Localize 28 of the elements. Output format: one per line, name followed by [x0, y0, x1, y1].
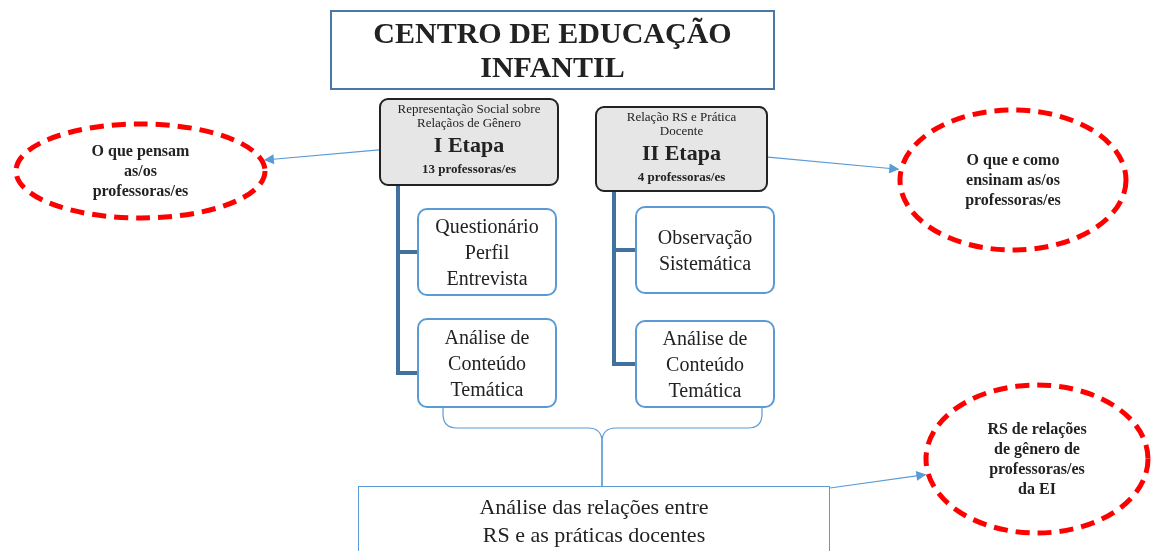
stage-box [379, 98, 559, 186]
method-box [417, 208, 557, 296]
participant-count: 13 professoras/es [422, 160, 516, 178]
method-box [635, 320, 775, 408]
box-text: Observação Sistemática [656, 225, 754, 276]
stage-heading: I Etapa [433, 131, 505, 159]
connector-line [396, 186, 417, 375]
title-text: CENTRO DE EDUCAÇÃO INFANTIL [372, 16, 733, 84]
connector-line [601, 407, 763, 487]
method-box [417, 318, 557, 408]
result-box [358, 486, 830, 551]
stage-description: Representação Social sobre Relaçãos de Gênero [396, 102, 542, 130]
box-text: Análise de Conteúdo Temática [443, 325, 531, 402]
arrow [263, 149, 380, 165]
box-text: Análise das relações entre RS e as práticas docentes [478, 493, 710, 549]
participant-count: 4 professoras/es [637, 168, 726, 186]
stage-heading: II Etapa [642, 139, 721, 167]
arrow [767, 156, 900, 174]
stage-box [595, 106, 768, 192]
ellipse-text: RS de relações de gênero de professoras/es da EI [986, 419, 1088, 499]
ellipse-text: O que e como ensinam as/os professoras/es [964, 150, 1062, 210]
ellipse-text: O que pensam as/os professoras/es [90, 141, 191, 201]
method-box [635, 206, 775, 294]
title-box [330, 10, 775, 90]
stage-description: Relação RS e Prática Docente [625, 110, 738, 138]
box-text: Questionário Perfil Entrevista [434, 214, 540, 291]
box-text: Análise de Conteúdo Temática [661, 326, 749, 403]
arrow [829, 470, 927, 489]
